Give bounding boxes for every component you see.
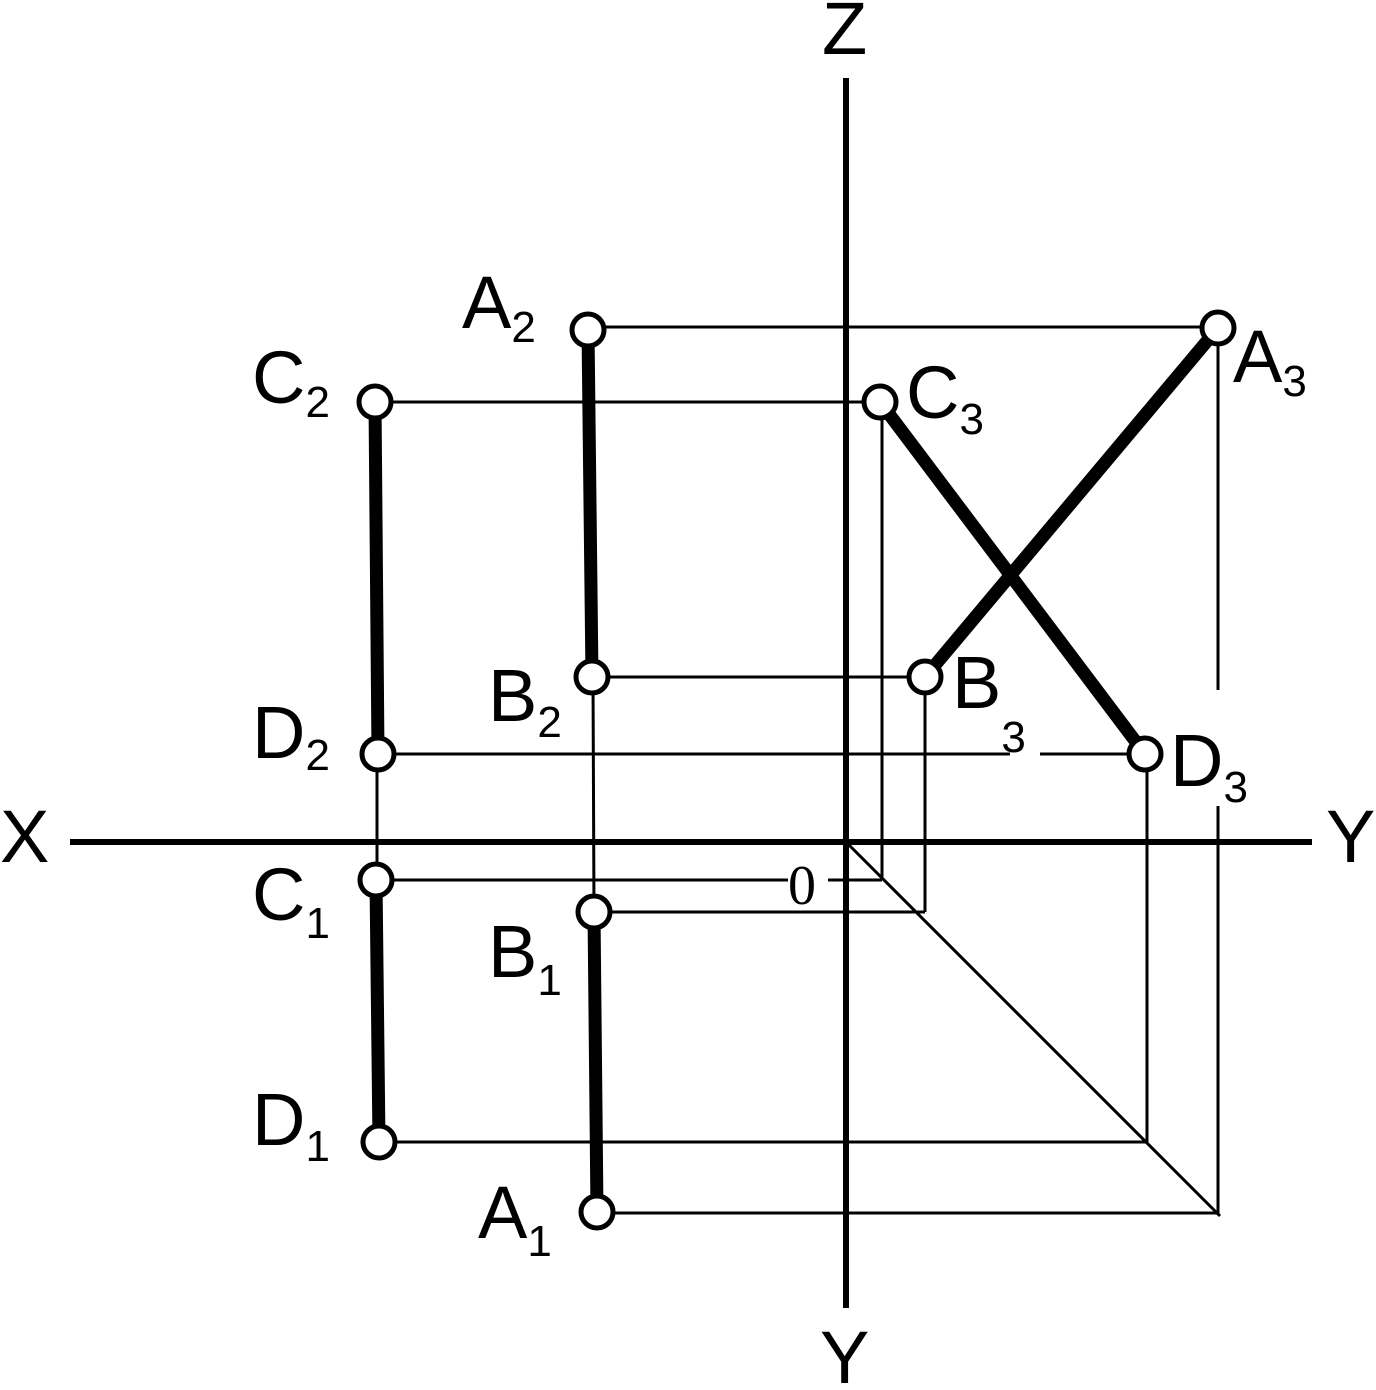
z-axis-label: Z bbox=[822, 0, 867, 70]
label-b1: B1 bbox=[488, 910, 562, 1005]
point-c3 bbox=[861, 383, 899, 421]
label-c2: C2 bbox=[252, 336, 330, 427]
point-markers bbox=[356, 309, 1237, 1231]
segment-c1-d1 bbox=[369, 873, 386, 1149]
point-c2 bbox=[356, 383, 394, 421]
label-a1: A1 bbox=[478, 1171, 552, 1266]
label-d3: D3 bbox=[1170, 719, 1248, 812]
label-d1: D1 bbox=[252, 1078, 330, 1171]
point-d1 bbox=[360, 1123, 398, 1161]
point-c1 bbox=[357, 861, 395, 899]
segment-c3-d3 bbox=[873, 395, 1152, 761]
point-a3 bbox=[1199, 309, 1237, 347]
label-c3: C3 bbox=[906, 351, 984, 444]
origin-label: 0 bbox=[788, 855, 816, 917]
segments bbox=[368, 321, 1225, 1219]
constant-45-line bbox=[844, 840, 1222, 1218]
label-c1: C1 bbox=[252, 853, 330, 948]
point-b2 bbox=[573, 658, 611, 696]
point-a2 bbox=[569, 311, 607, 349]
x-axis-label: X bbox=[0, 795, 49, 878]
point-b3 bbox=[906, 658, 944, 696]
y-axis-right-label: Y bbox=[1326, 795, 1375, 878]
link-b2-b1 bbox=[591, 676, 596, 913]
label-a3: A3 bbox=[1233, 315, 1307, 406]
point-d3 bbox=[1126, 735, 1164, 773]
point-b1 bbox=[575, 893, 613, 931]
axes bbox=[70, 78, 1312, 1308]
label-a2: A2 bbox=[462, 261, 536, 352]
segment-a3-b3 bbox=[918, 321, 1225, 684]
segment-c2-d2 bbox=[368, 395, 385, 761]
label-d2: D2 bbox=[252, 691, 330, 780]
point-d2 bbox=[359, 735, 397, 773]
segment-b1-a1 bbox=[587, 905, 604, 1219]
y-axis-bottom-label: Y bbox=[820, 1316, 869, 1390]
label-b2: B2 bbox=[488, 654, 562, 747]
point-labels: A2 C2 B2 D2 C1 B1 D1 A1 A3 C3 B3 D3 bbox=[252, 261, 1307, 1266]
segment-a2-b2 bbox=[581, 323, 599, 684]
point-a1 bbox=[578, 1193, 616, 1231]
label-b3: B3 bbox=[952, 641, 1026, 762]
projection-lines bbox=[375, 325, 1222, 1218]
